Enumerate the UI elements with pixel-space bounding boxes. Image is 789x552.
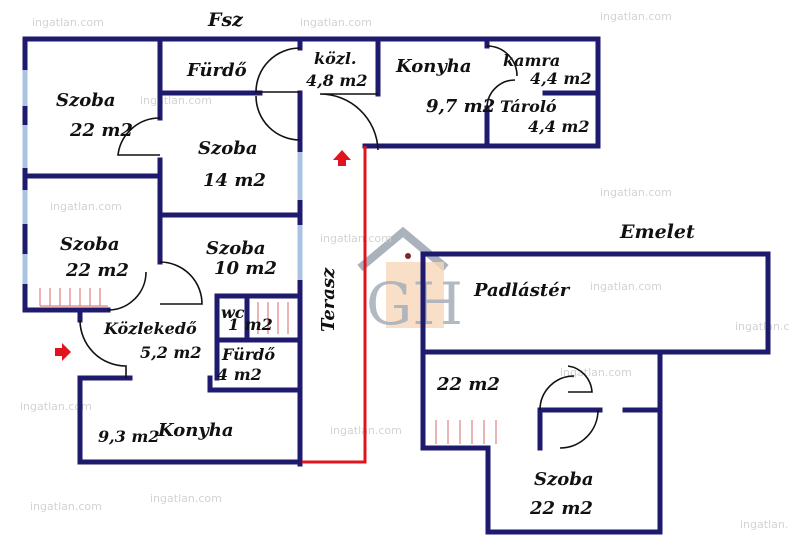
room-name: Konyha (157, 420, 234, 441)
marker-dot (405, 253, 411, 259)
room-area: 22 m2 (529, 498, 593, 519)
room-name: Közlekedő (103, 319, 197, 338)
floor-label-ground: Fsz (207, 9, 244, 31)
room-area: 22 m2 (69, 120, 133, 141)
room-name: kamra (503, 51, 560, 70)
room-name: Fürdő (186, 60, 247, 81)
watermark-text: ingatlan.com (300, 16, 372, 29)
watermark-text: ingatlan.com (50, 200, 122, 213)
floor-label-upper: Emelet (619, 221, 695, 243)
watermark-logo-text: GH (366, 270, 463, 338)
watermark-text: ingatlan.com (30, 500, 102, 513)
arrow-right-icon (55, 343, 71, 361)
room-area: 4,4 m2 (528, 117, 589, 136)
room-name: Tároló (500, 97, 557, 116)
watermark-text: ingatlan.com (560, 366, 632, 379)
room-area: 5,2 m2 (140, 343, 201, 362)
room-area: 9,3 m2 (98, 427, 159, 446)
room-name: wc (221, 303, 245, 322)
watermark-text: ingatlan.com (600, 10, 672, 23)
stairs-ground (39, 288, 289, 334)
room-area: 4,4 m2 (530, 69, 591, 88)
room-name: Konyha (395, 56, 472, 77)
room-area: 22 m2 (65, 260, 129, 281)
watermark-text-group: ingatlan.com ingatlan.com ingatlan.com i… (20, 10, 789, 531)
room-name: Szoba (56, 90, 115, 111)
room-name: Szoba (534, 469, 593, 490)
watermark-text: ingatlan.com (150, 492, 222, 505)
room-area: 22 m2 (436, 374, 500, 395)
room-name: Szoba (206, 238, 265, 259)
upper-floor-walls (420, 251, 771, 535)
windows (22, 70, 303, 284)
arrow-up-icon (333, 150, 351, 166)
stairs-upper (435, 420, 497, 444)
terrace-outline (302, 146, 367, 464)
watermark-text: ingatlan.com (740, 518, 789, 531)
room-area: 14 m2 (203, 170, 266, 191)
room-name: Szoba (198, 138, 257, 159)
watermark-text: ingatlan.com (20, 400, 92, 413)
room-area: 4,8 m2 (306, 71, 367, 90)
room-name: Fürdő (221, 345, 275, 364)
room-name: Padlástér (473, 280, 571, 301)
room-area: 10 m2 (214, 258, 277, 279)
doors-upper (539, 365, 599, 449)
room-area: 9,7 m2 (426, 96, 495, 117)
watermark-text: ingatlan.com (590, 280, 662, 293)
room-name: Szoba (60, 234, 119, 255)
watermark-text: ingatlan.com (32, 16, 104, 29)
doors (79, 45, 518, 378)
watermark-text: ingatlan.com (735, 320, 789, 333)
watermark-text: ingatlan.com (140, 94, 212, 107)
watermark-text: ingatlan.com (320, 232, 392, 245)
room-area: 1 m2 (228, 315, 273, 334)
watermark-logo: GH (357, 226, 463, 338)
room-name: közl. (314, 49, 357, 68)
watermark-text: ingatlan.com (600, 186, 672, 199)
terrace-label: Terasz (318, 267, 339, 332)
room-area: 4 m2 (217, 365, 262, 384)
